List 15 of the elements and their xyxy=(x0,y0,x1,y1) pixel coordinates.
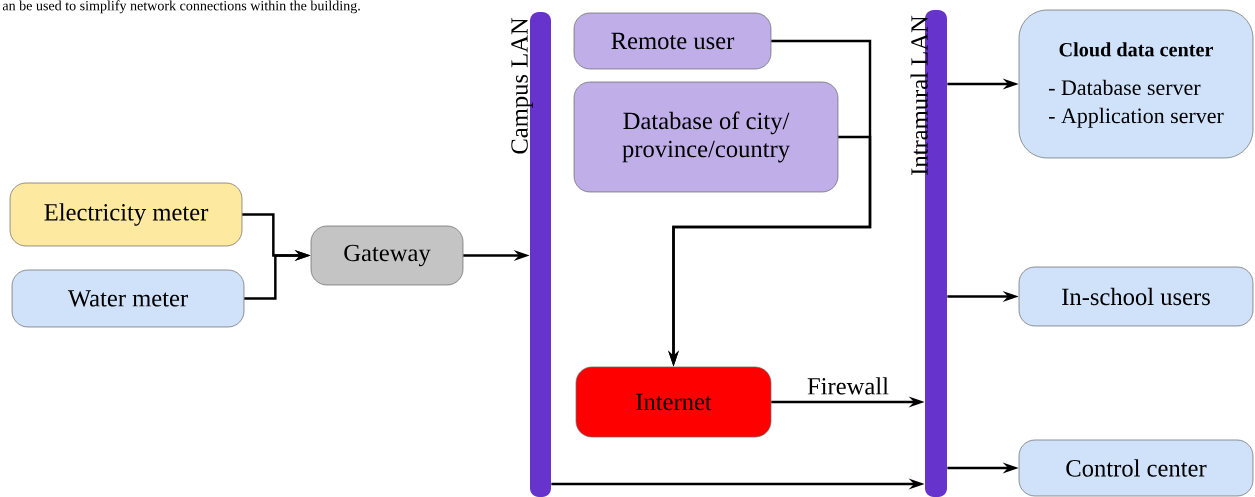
control-box: Control center xyxy=(1018,439,1254,497)
meter-box: Water meter xyxy=(11,269,245,328)
user-box: In-school users xyxy=(1018,266,1254,327)
edge-label: Firewall xyxy=(805,375,891,397)
internet-box: Internet xyxy=(575,366,772,438)
server-box: Cloud data center - Database server - Application server xyxy=(1018,9,1254,159)
node-label: Campus LAN xyxy=(511,17,533,154)
node-label: Intramural LAN xyxy=(910,15,928,175)
lan-bar: Intramural LAN xyxy=(910,10,947,497)
meter-box: Electricity meter xyxy=(9,182,243,247)
text-fragment: an be used to simplify network connections within the building. xyxy=(2,0,360,14)
process-box: Database of city/ province/country xyxy=(573,81,839,193)
gateway-box: Gateway xyxy=(310,225,464,286)
process-box: Remote user xyxy=(573,12,772,70)
lan-bar: Campus LAN xyxy=(511,12,551,497)
